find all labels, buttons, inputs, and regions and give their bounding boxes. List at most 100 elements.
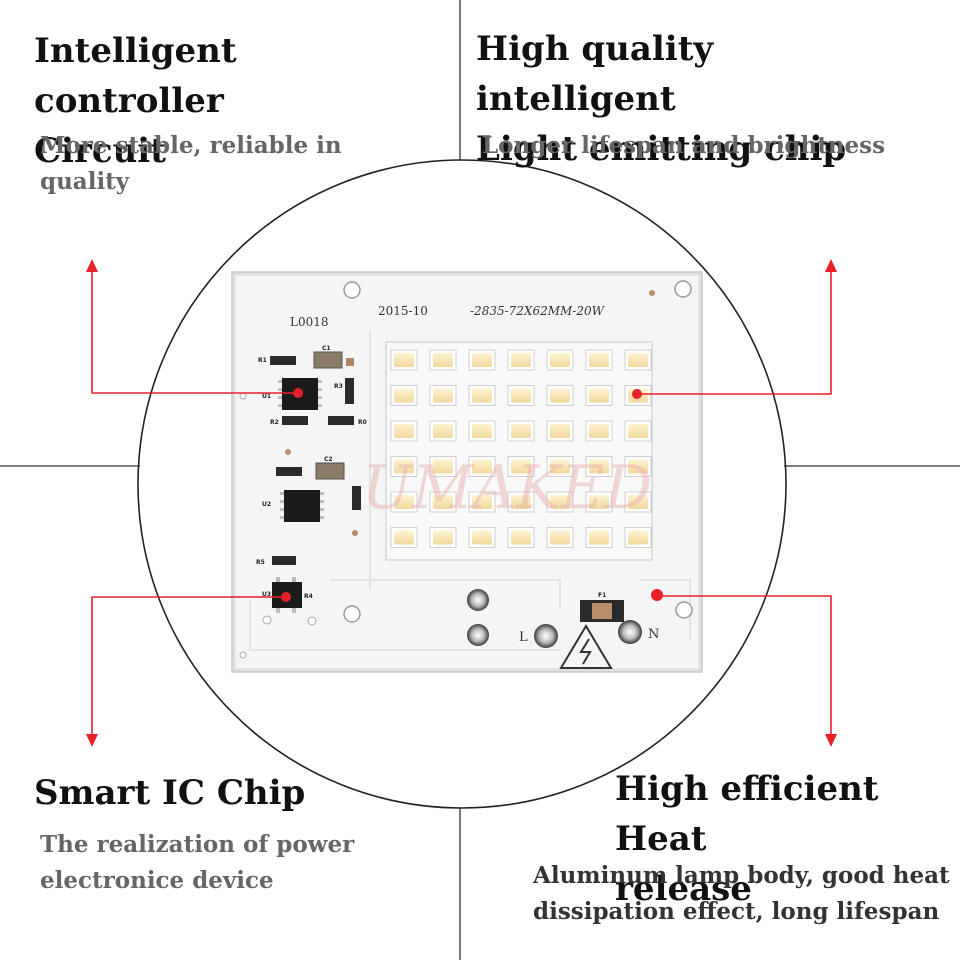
solder-pad xyxy=(467,589,489,611)
component-label: C2 xyxy=(324,456,333,463)
pointer-dot xyxy=(632,389,642,399)
mounting-hole xyxy=(675,601,693,619)
board-model-code: L0018 xyxy=(290,315,329,329)
component-label: C1 xyxy=(322,345,331,352)
mounting-hole xyxy=(239,651,247,659)
resistor xyxy=(270,356,296,365)
component-label: R0 xyxy=(358,419,367,426)
led-chip xyxy=(546,349,574,371)
solder-pad xyxy=(467,624,489,646)
feature-desc-line: electronice device xyxy=(40,867,274,894)
feature-desc-heat-release: Aluminum lamp body, good heat dissipatio… xyxy=(533,858,953,930)
led-chip xyxy=(546,420,574,442)
board-shading xyxy=(232,272,702,672)
feature-title-heat-release: High efficient Heat release xyxy=(615,764,955,914)
led-chip xyxy=(390,420,418,442)
led-chip xyxy=(624,420,652,442)
feature-title-line: High efficient Heat xyxy=(615,769,879,859)
led-chip xyxy=(429,491,457,513)
feature-title-line: Smart IC Chip xyxy=(34,773,306,813)
terminal-label-n: N xyxy=(648,627,659,642)
board-traces xyxy=(249,330,691,651)
capacitor xyxy=(315,462,345,480)
led-chip xyxy=(390,349,418,371)
board-date-code: 2015-10 xyxy=(378,304,428,318)
pointer-arrowhead xyxy=(825,259,837,272)
controller-circuit: R1 C1 U1 R3 R2 R0 C2 U2 R5 U3 R4 xyxy=(256,345,367,613)
feature-title-led-chip: High quality intelligent Light emitting … xyxy=(476,24,916,174)
feature-desc-line: The realization of power xyxy=(40,831,355,858)
resistor xyxy=(328,416,354,425)
led-chip xyxy=(624,349,652,371)
capacitor xyxy=(313,351,343,369)
led-chip xyxy=(585,456,613,477)
feature-desc-led-chip: Longer lifespan and brightness xyxy=(482,128,922,164)
focus-circle xyxy=(137,159,787,809)
led-array xyxy=(390,349,652,548)
resistor xyxy=(345,378,354,404)
feature-desc-line: dissipation effect, long lifespan xyxy=(533,898,940,925)
component-label: R4 xyxy=(304,593,313,600)
mounting-hole xyxy=(285,449,291,455)
feature-title-line: release xyxy=(615,869,752,909)
led-chip xyxy=(624,527,652,548)
resistor xyxy=(276,467,302,476)
board-spec-code: -2835-72X62MM-20W xyxy=(470,304,606,318)
brand-watermark: UMAKED xyxy=(362,453,652,523)
pointer-arrowhead xyxy=(86,734,98,747)
led-chip xyxy=(546,527,574,548)
resistor xyxy=(352,486,361,510)
feature-title-smart-ic: Smart IC Chip xyxy=(34,768,434,818)
led-chip xyxy=(507,349,535,371)
led-chip xyxy=(546,385,574,406)
pointer-line-controller xyxy=(91,268,298,394)
led-chip xyxy=(468,456,496,477)
pointer-arrowhead xyxy=(825,734,837,747)
feature-desc-line: More stable, reliable in xyxy=(40,132,342,159)
led-chip xyxy=(468,420,496,442)
led-chip xyxy=(546,456,574,477)
terminal-label-l: L xyxy=(519,630,528,645)
solder-pad xyxy=(618,620,642,644)
ic-chip-u2 xyxy=(280,490,324,522)
mounting-hole xyxy=(343,281,361,299)
mounting-hole xyxy=(307,616,317,626)
mounting-hole xyxy=(649,290,655,296)
fuse-label: F1 xyxy=(598,592,606,599)
high-voltage-warning-icon xyxy=(559,624,613,669)
mounting-hole xyxy=(239,392,247,400)
led-chip xyxy=(507,420,535,442)
led-chip xyxy=(429,456,457,477)
component-label: R3 xyxy=(334,383,343,390)
mounting-hole xyxy=(262,615,272,625)
mounting-hole xyxy=(674,280,692,298)
feature-title-line: High quality intelligent xyxy=(476,29,714,119)
feature-desc-smart-ic: The realization of power electronice dev… xyxy=(40,827,380,899)
led-chip xyxy=(585,527,613,548)
fuse-element xyxy=(592,603,612,619)
led-chip xyxy=(468,527,496,548)
feature-title-line: Circuit xyxy=(34,131,166,171)
led-chip xyxy=(429,420,457,442)
led-chip xyxy=(429,527,457,548)
led-chip xyxy=(585,385,613,406)
feature-pointers xyxy=(86,259,837,747)
feature-desc-line: Aluminum lamp body, good heat xyxy=(533,862,950,889)
led-chip xyxy=(585,491,613,513)
pointer-dot xyxy=(293,388,303,398)
pointer-arrowhead xyxy=(86,259,98,272)
solder-pad xyxy=(534,624,558,648)
led-chip xyxy=(546,491,574,513)
led-chip xyxy=(429,385,457,406)
component-label: R2 xyxy=(270,419,279,426)
led-array-frame xyxy=(385,341,653,561)
mounting-hole xyxy=(343,605,361,623)
component-label: R1 xyxy=(258,357,267,364)
led-chip xyxy=(468,385,496,406)
resistor xyxy=(272,556,296,565)
led-chip xyxy=(390,491,418,513)
led-chip xyxy=(624,456,652,477)
led-chip xyxy=(390,456,418,477)
component-label: U2 xyxy=(262,501,271,508)
